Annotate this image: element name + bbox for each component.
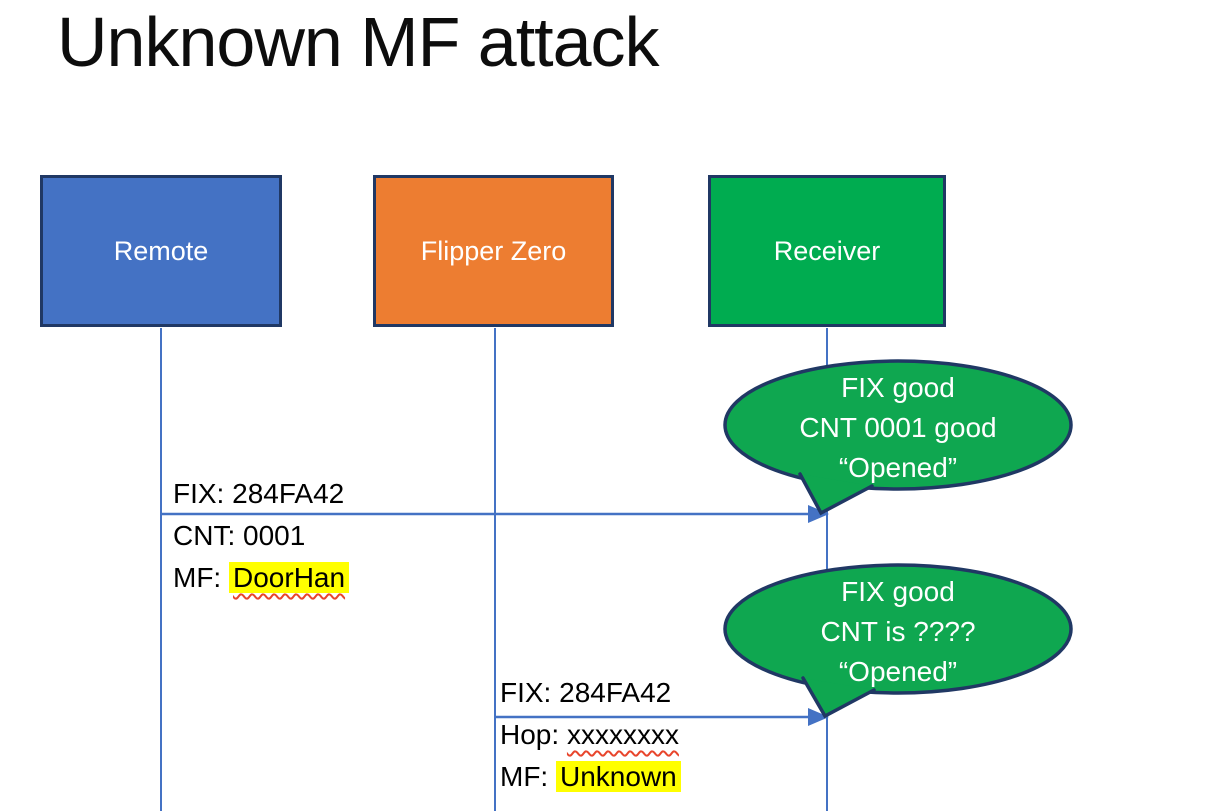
message-1-mf-value-highlighted: DoorHan	[229, 562, 350, 593]
actor-box-flipper-zero: Flipper Zero	[373, 175, 614, 327]
message-1-line-fix: FIX: 284FA42	[173, 478, 345, 509]
callout-2-line-2: CNT is ????	[820, 616, 976, 647]
message-2-line-hop: Hop: xxxxxxxx	[500, 714, 681, 756]
callout-1-text: FIX good CNT 0001 good “Opened”	[725, 368, 1071, 488]
callout-1-line-1: FIX good	[841, 372, 955, 403]
actor-label-receiver: Receiver	[773, 235, 881, 266]
slide-title: Unknown MF attack	[57, 3, 660, 81]
message-2-line-mf: MF: Unknown	[500, 756, 681, 798]
callout-bubble-1-tail-outline	[798, 472, 874, 516]
message-2-mf-value-highlighted: Unknown	[556, 761, 681, 792]
callout-2-text: FIX good CNT is ???? “Opened”	[725, 572, 1071, 692]
message-2-hop-prefix: Hop:	[500, 719, 567, 750]
callout-2-line-1: FIX good	[841, 576, 955, 607]
callout-bubble-2-ellipse	[723, 563, 1073, 695]
arrowhead-icon	[808, 505, 829, 523]
message-2-label: FIX: 284FA42 Hop: xxxxxxxx MF: Unknown	[500, 672, 681, 798]
actor-label-flipper-zero: Flipper Zero	[420, 235, 567, 266]
message-1-line-mf: MF: DoorHan	[173, 557, 350, 599]
callout-bubble-1	[723, 359, 1073, 516]
callout-2-line-3: “Opened”	[838, 656, 958, 687]
message-arrow-1	[161, 505, 829, 523]
callout-1-line-2: CNT 0001 good	[799, 412, 997, 443]
callout-1-line-3: “Opened”	[838, 452, 958, 483]
message-arrow-2	[495, 708, 829, 726]
actor-box-remote: Remote	[40, 175, 282, 327]
message-1-line-cnt: CNT: 0001	[173, 520, 306, 551]
callout-bubble-1-ellipse	[723, 359, 1073, 491]
callout-bubble-2-tail-outline	[801, 676, 876, 719]
message-1-label: FIX: 284FA42 CNT: 0001 MF: DoorHan	[173, 473, 350, 599]
message-2-hop-value-misspelled: xxxxxxxx	[566, 719, 679, 750]
actor-label-remote: Remote	[113, 235, 209, 266]
arrowhead-icon	[808, 708, 829, 726]
callout-bubble-2	[723, 563, 1073, 719]
message-2-line-fix: FIX: 284FA42	[500, 677, 672, 708]
message-2-mf-prefix: MF:	[500, 761, 556, 792]
message-1-mf-prefix: MF:	[173, 562, 229, 593]
actor-box-receiver: Receiver	[708, 175, 946, 327]
callout-bubble-1-tail	[800, 474, 872, 513]
